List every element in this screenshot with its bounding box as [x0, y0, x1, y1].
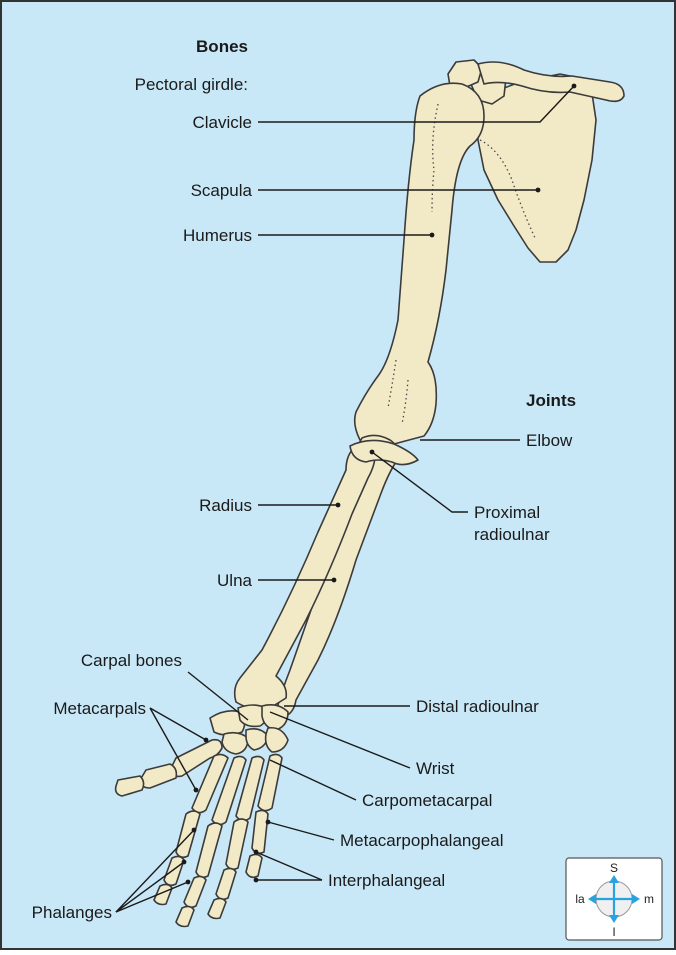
radius-label: Radius [199, 496, 252, 515]
elbow-label: Elbow [526, 431, 573, 450]
clavicle-label: Clavicle [192, 113, 252, 132]
carpometacarpal-label: Carpometacarpal [362, 791, 492, 810]
orientation-compass: S I la m [566, 858, 662, 940]
compass-medial: m [644, 892, 654, 906]
proximal-radioulnar-label-1: Proximal [474, 503, 540, 522]
compass-lateral: la [575, 892, 585, 906]
wrist-label: Wrist [416, 759, 455, 778]
compass-inferior: I [612, 925, 615, 939]
scapula-label: Scapula [191, 181, 253, 200]
distal-radioulnar-label: Distal radioulnar [416, 697, 539, 716]
bones-heading: Bones [196, 37, 248, 56]
metacarpophalangeal-label: Metacarpophalangeal [340, 831, 504, 850]
humerus-label: Humerus [183, 226, 252, 245]
phalanges-label: Phalanges [32, 903, 112, 922]
metacarpals-label: Metacarpals [53, 699, 146, 718]
joints-heading: Joints [526, 391, 576, 410]
proximal-radioulnar-label-2: radioulnar [474, 525, 550, 544]
pectoral-girdle-label: Pectoral girdle: [135, 75, 248, 94]
carpal-bones-label: Carpal bones [81, 651, 182, 670]
interphalangeal-label: Interphalangeal [328, 871, 445, 890]
compass-superior: S [610, 861, 618, 875]
ulna-label: Ulna [217, 571, 253, 590]
